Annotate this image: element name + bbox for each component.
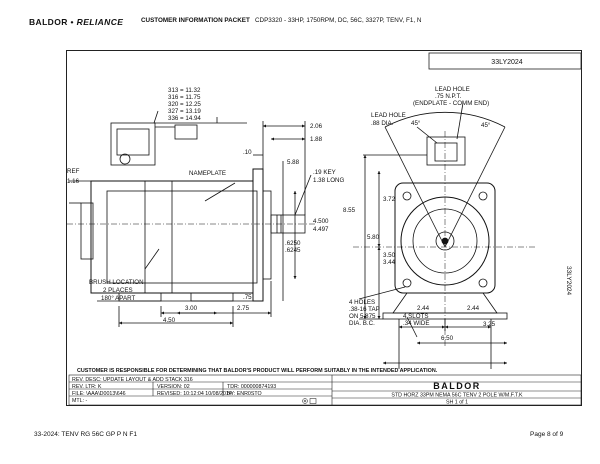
revised: REVISED: 10:12:04 10/08/2014	[157, 391, 232, 397]
tdr: TDR: 000000874193	[227, 384, 276, 390]
dim-244-left: 2.44	[417, 305, 430, 312]
dim-300: 3.00	[185, 305, 198, 312]
pilot-dia-min: 4.497	[313, 226, 329, 233]
side-drawing-number: 33LY2024	[565, 266, 572, 296]
brush-location-3: 180° APART	[101, 295, 135, 302]
dim-580: 5.80	[367, 234, 380, 241]
drawing-number-box	[428, 52, 582, 70]
end-view	[353, 102, 537, 369]
disclaimer: CUSTOMER IS RESPONSIBLE FOR DETERMINING …	[77, 368, 438, 374]
shaft-dia-min: .6245	[285, 247, 301, 254]
side-view-labels: 313 = 11.32 316 = 11.75 320 = 12.25 327 …	[67, 87, 344, 324]
shaft-dia-max: .6250	[285, 240, 301, 247]
packet-header: BALDOR • RELIANCE CUSTOMER INFORMATION P…	[0, 0, 600, 40]
key-length: 1.38 LONG	[313, 177, 344, 184]
dim-188: 1.88	[310, 136, 323, 143]
dim-650: 6.50	[441, 335, 454, 342]
projection-symbol-icon	[302, 398, 317, 404]
holes-3: ON 5.875	[349, 313, 376, 320]
dim-316: 316 = 11.75	[168, 94, 201, 101]
dim-320: 320 = 12.25	[168, 101, 201, 108]
brush-location-1: BRUSH LOCATION	[89, 279, 144, 286]
dim-588: 5.88	[287, 159, 300, 166]
nameplate-label: NAMEPLATE	[189, 170, 226, 177]
side-view	[67, 110, 317, 327]
holes-1: 4 HOLES	[349, 299, 375, 306]
title-block-text: REV. DESC: UPDATE LAYOUT & ADD STACK 316…	[72, 377, 523, 406]
footer-doc-id: 33-2024: TENV RG 56C GP P N F1	[34, 431, 137, 438]
page-number: Page 8 of 9	[530, 431, 564, 438]
angle-right: 45°	[481, 122, 491, 129]
dim-010: .10	[243, 149, 252, 156]
dim-075: .75	[243, 294, 252, 301]
angle-left: 45°	[411, 120, 421, 127]
version: VERSION: 02	[157, 384, 190, 390]
baldor-reliance-logo: BALDOR • RELIANCE	[29, 17, 124, 27]
packet-label: CUSTOMER INFORMATION PACKET	[141, 17, 250, 24]
dim-450: 4.50	[163, 317, 176, 324]
ref-label: REF	[67, 168, 80, 175]
dim-372: 3.72	[383, 196, 396, 203]
drawn-by: BY: ENR0STO	[227, 391, 262, 397]
dim-313: 313 = 11.32	[168, 87, 201, 94]
key-label: .19 KEY	[313, 169, 336, 176]
product-description: CDP3320 - 33HP, 1750RPM, DC, 56C, 3327P,…	[255, 17, 422, 24]
dim-206: 2.06	[310, 123, 323, 130]
lead-hole-left-1: LEAD HOLE	[371, 112, 406, 119]
lead-hole-right-3: (ENDPLATE - COMM END)	[413, 100, 489, 107]
dim-325: 3.25	[483, 321, 496, 328]
sheet-count: SH 1 of 1	[446, 400, 468, 406]
brush-location-2: 2 PLACES	[103, 287, 133, 294]
drawing-title: STD HORZ 33PM NEMA 56C TENV 2 POLE W/M.F…	[391, 393, 523, 399]
slots-2: .34 WIDE	[403, 320, 429, 327]
drawing-number: 33LY2024	[491, 59, 523, 66]
dim-336: 336 = 14.94	[168, 115, 201, 122]
holes-2: .38-16 TAP	[349, 306, 380, 313]
slots-1: 4 SLOTS	[403, 313, 428, 320]
title-block	[68, 374, 582, 406]
rev-ltr: REV. LTR: K	[72, 384, 102, 390]
dim-327: 327 = 13.19	[168, 108, 201, 115]
company-name: BALDOR	[433, 381, 481, 391]
dimension-drawing: 33LY2024 33LY2024	[67, 52, 582, 406]
dim-244-right: 2.44	[467, 305, 480, 312]
dim-350: 3.50	[383, 252, 396, 259]
end-view-labels: LEAD HOLE .75 N.P.T. (ENDPLATE - COMM EN…	[343, 86, 496, 342]
rev-desc: REV. DESC: UPDATE LAYOUT & ADD STACK 316	[72, 377, 193, 383]
lead-hole-right-2: .75 N.P.T.	[435, 93, 462, 100]
dim-855: 8.55	[343, 207, 356, 214]
lead-hole-right-1: LEAD HOLE	[435, 86, 470, 93]
holes-4: DIA. B.C.	[349, 320, 375, 327]
drawing-sheet: 33LY2024 33LY2024	[66, 50, 582, 406]
dim-116: 1.16	[67, 178, 80, 185]
file: FILE: \AAA\D0013\646	[72, 391, 126, 397]
dim-344: 3.44	[383, 259, 396, 266]
dim-275: 2.75	[237, 305, 250, 312]
lead-hole-left-2: .88 DIA.	[371, 120, 394, 127]
pilot-dia-max: 4.500	[313, 218, 329, 225]
material: MTL: -	[72, 398, 88, 404]
